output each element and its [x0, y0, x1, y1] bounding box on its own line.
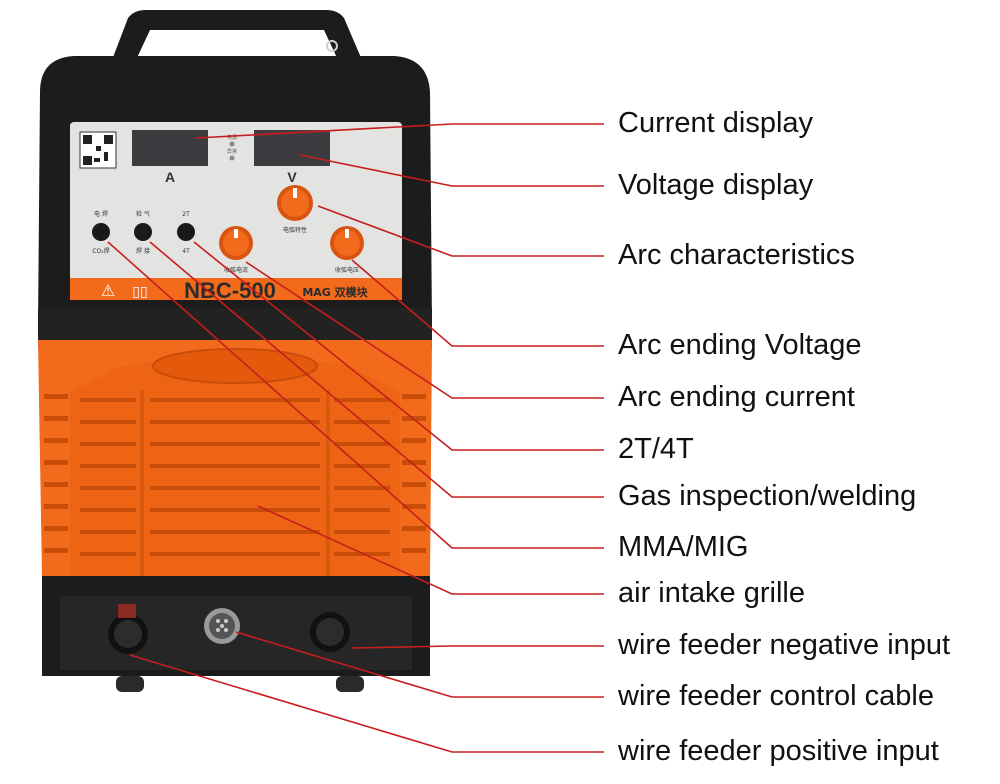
leader-line-wire-feeder-negative-input — [351, 645, 604, 649]
callout-air-intake-grille: air intake grille — [618, 577, 805, 609]
ammeter-unit: A — [165, 169, 175, 185]
leader-line-arc-ending-current — [245, 261, 604, 399]
arc-ending-voltage-knob — [330, 226, 364, 260]
leader-line-voltage-display — [299, 154, 604, 187]
callout-arc-ending-current: Arc ending current — [618, 381, 855, 413]
callout-wire-feeder-negative-input: wire feeder negative input — [618, 629, 951, 661]
voltmeter-unit: V — [287, 169, 297, 185]
leader-line-arc-ending-voltage — [351, 259, 604, 347]
callout-mma-mig: MMA/MIG — [618, 531, 749, 563]
mode-text: MAG 双模块 — [302, 285, 368, 299]
connector-bay — [42, 576, 430, 692]
leader-line-air-intake-grille — [257, 505, 604, 595]
switch-bottom-label-1: CO₂焊 — [92, 247, 109, 255]
carry-handle — [112, 10, 362, 60]
knob-label-arc-ending-voltage: 收弧电压 — [335, 266, 359, 274]
control-cable-socket — [204, 608, 240, 644]
callout-voltage-display: Voltage display — [618, 169, 814, 201]
mma-mig-switch — [92, 223, 110, 241]
leader-line-mma-mig — [107, 241, 604, 549]
warning-icon: ⚠ — [101, 281, 115, 300]
right-foot — [336, 676, 364, 692]
fault-indicator — [229, 155, 235, 161]
leader-line-wire-feeder-positive-input — [129, 654, 604, 753]
knob-label-arc-ending-current: 收弧电流 — [224, 266, 248, 274]
negative-socket — [310, 612, 350, 652]
leader-line-2t-4t — [193, 241, 604, 451]
manual-icon: ▯▯ — [132, 284, 147, 300]
callout-gas-inspection-welding: Gas inspection/welding — [618, 480, 917, 512]
left-foot — [116, 676, 144, 692]
leader-line-gas-inspection-welding — [149, 241, 604, 498]
switch-top-label-3: 2T — [182, 211, 190, 218]
switch-bottom-label-2: 焊 接 — [136, 247, 150, 255]
qr-code — [79, 131, 117, 169]
2t-4t-switch — [177, 223, 195, 241]
arc-characteristics-knob — [277, 185, 313, 221]
arc-ending-current-knob — [219, 226, 253, 260]
switch-top-label-1: 电 焊 — [94, 210, 108, 218]
callout-wire-feeder-control-cable: wire feeder control cable — [618, 680, 934, 712]
callout-2t-4t: 2T/4T — [618, 433, 694, 465]
switch-top-label-2: 检 气 — [136, 210, 150, 218]
power-indicator — [229, 141, 235, 147]
callout-arc-ending-voltage: Arc ending Voltage — [618, 329, 862, 361]
leader-lines — [107, 123, 604, 753]
voltmeter-display — [254, 130, 330, 166]
model-strip — [70, 278, 402, 300]
control-panel: A 电源 异常 V 电 焊 CO₂焊 检 气 焊 接 2T 4T 电弧特性 收 — [70, 122, 402, 303]
leader-line-current-display — [195, 123, 604, 139]
switch-bottom-label-3: 4T — [182, 248, 190, 255]
ammeter-display — [132, 130, 208, 166]
callout-current-display: Current display — [618, 107, 814, 139]
indicator-label-power: 电源 — [227, 134, 237, 141]
leader-line-wire-feeder-control-cable — [235, 631, 604, 698]
indicator-label-fault: 异常 — [227, 148, 237, 155]
callout-wire-feeder-positive-input: wire feeder positive input — [618, 735, 939, 767]
air-intake-grille — [44, 394, 426, 556]
gas-check-switch — [134, 223, 152, 241]
knob-label-arc-characteristics: 电弧特性 — [283, 226, 307, 234]
positive-socket — [108, 604, 148, 654]
model-name: NBC-500 — [184, 278, 276, 303]
orange-body — [38, 340, 432, 576]
callout-arc-characteristics: Arc characteristics — [618, 239, 855, 271]
front-handle-grip — [152, 348, 318, 384]
leader-line-arc-characteristics — [317, 205, 604, 257]
